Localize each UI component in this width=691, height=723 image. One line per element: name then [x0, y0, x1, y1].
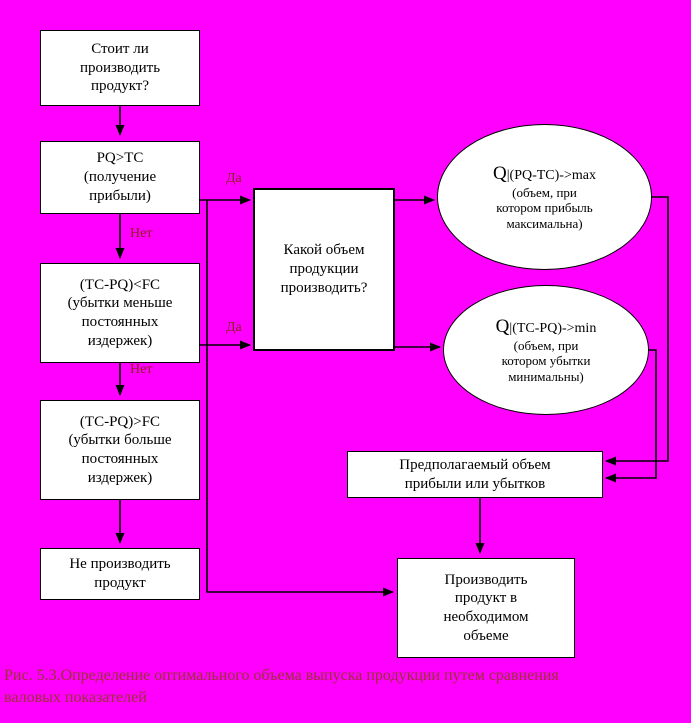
- node-should-produce: Стоит ли производить продукт?: [40, 30, 200, 106]
- node-should-produce-label: Стоит ли производить продукт?: [79, 40, 161, 95]
- max-profit-note: (объем, при котором прибыль максимальна): [496, 184, 593, 231]
- node-expected-volume: Предполагаемый объем прибыли или убытков: [347, 451, 603, 498]
- node-dont-produce-label: Не производить продукт: [69, 556, 171, 591]
- node-loss-more-condition: (TC-PQ)>FC (убытки больше постоянных изд…: [40, 400, 200, 500]
- node-loss-more-condition-label: (TC-PQ)>FC (убытки больше постоянных изд…: [68, 413, 172, 486]
- branch-label-yes-upper: Да: [226, 171, 242, 186]
- node-expected-volume-label: Предполагаемый объем прибыли или убытков: [399, 456, 551, 492]
- node-loss-less-condition-label: (TC-PQ)<FC (убытки меньше постоянных изд…: [67, 276, 173, 349]
- node-profit-condition-label: PQ>TC (получение прибыли): [83, 150, 157, 204]
- min-loss-formula: Q|(TC-PQ)->min: [495, 315, 597, 337]
- connector-max-to-expected: [605, 196, 669, 466]
- node-what-volume-label: Какой объем продукции производить?: [280, 242, 368, 296]
- branch-label-yes-lower: Да: [226, 320, 242, 335]
- branch-label-no-lower: Нет: [130, 362, 153, 377]
- node-profit-condition: PQ>TC (получение прибыли): [40, 141, 200, 214]
- node-min-loss-volume: Q|(TC-PQ)->min (объем, при котором убытк…: [443, 285, 649, 415]
- node-dont-produce: Не производить продукт: [40, 548, 200, 600]
- max-profit-formula: Q|(PQ-TC)->max: [493, 162, 596, 184]
- node-produce-volume: Производить продукт в необходимом объеме: [397, 558, 575, 658]
- node-produce-volume-label: Производить продукт в необходимом объеме: [443, 571, 529, 644]
- min-loss-note: (объем, при котором убытки минимальны): [501, 337, 591, 384]
- connector-branch-to-produce: [206, 200, 394, 597]
- branch-label-no-upper: Нет: [130, 226, 153, 241]
- node-what-volume: Какой объем продукции производить?: [253, 188, 395, 351]
- node-loss-less-condition: (TC-PQ)<FC (убытки меньше постоянных изд…: [40, 263, 200, 363]
- node-max-profit-volume: Q|(PQ-TC)->max (объем, при котором прибы…: [437, 124, 652, 270]
- figure-caption: Рис. 5.3.Определение оптимального объема…: [4, 667, 559, 706]
- connector-min-to-expected: [605, 349, 657, 483]
